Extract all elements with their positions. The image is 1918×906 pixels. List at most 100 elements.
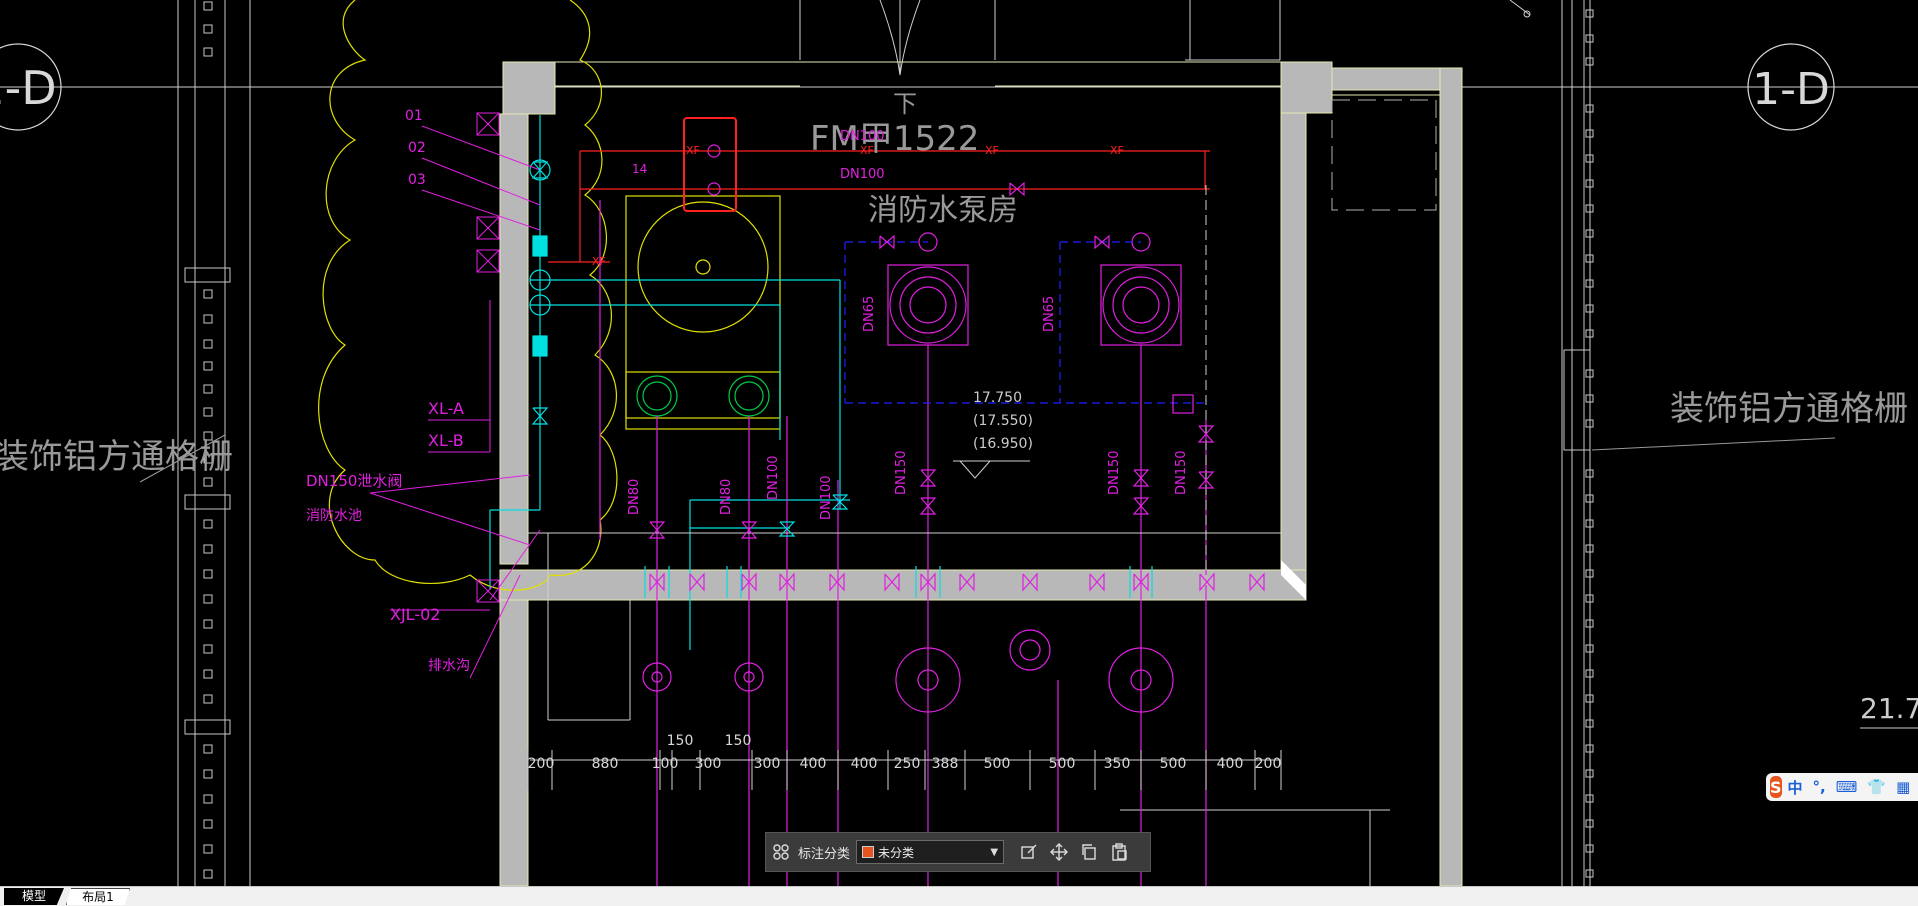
annotation-category-dropdown[interactable]: 未分类 ▼ bbox=[856, 840, 1005, 864]
tab-model[interactable]: 模型 bbox=[4, 888, 64, 905]
tag-03: 03 bbox=[408, 172, 426, 188]
xf-pipes bbox=[548, 150, 1210, 263]
vlabel-dn80-1: DN80 bbox=[627, 479, 642, 515]
level-1: 17.750 bbox=[973, 390, 1022, 406]
grid-view-icon[interactable] bbox=[766, 837, 796, 867]
dashed-opening bbox=[1331, 99, 1437, 211]
pump-room-walls bbox=[499, 61, 1463, 886]
room-name: 消防水泵房 bbox=[868, 193, 1018, 228]
tag-dn100-a: DN100 bbox=[840, 129, 885, 144]
tab-layout1[interactable]: 布局1 bbox=[66, 888, 130, 905]
dim-12: 500 bbox=[1160, 756, 1187, 772]
vlabel-dn150-2: DN150 bbox=[1107, 450, 1122, 495]
category-color-swatch bbox=[862, 846, 875, 858]
tag-02: 02 bbox=[408, 140, 426, 156]
vlabel-dn65-1: DN65 bbox=[862, 296, 877, 332]
ime-indicator[interactable]: S 中 °, ⌨ 👕 ▦ bbox=[1766, 773, 1918, 801]
small-pumps bbox=[636, 375, 770, 417]
xf-tag-3: XF bbox=[985, 144, 999, 157]
cad-drawing[interactable]: 1-D 1-D bbox=[0, 0, 1918, 886]
dim-0: 200 bbox=[528, 756, 555, 772]
right-level: 21.700 bbox=[1860, 692, 1918, 725]
door-tag: FM甲1522 bbox=[810, 119, 979, 159]
vlabel-dn100-2: DN100 bbox=[819, 475, 834, 520]
wall-corner bbox=[1281, 560, 1306, 600]
white-linework bbox=[528, 185, 1281, 761]
tag-xjl-02: XJL-02 bbox=[390, 605, 440, 624]
manifold-valves bbox=[649, 572, 1265, 592]
right-rail-squares bbox=[1585, 9, 1594, 878]
cyan-valves bbox=[531, 161, 849, 537]
paste-icon[interactable] bbox=[1104, 837, 1134, 867]
tag-01: 01 bbox=[405, 108, 423, 124]
xf-tag-1: XF bbox=[686, 144, 700, 157]
xf-tag-2: XF bbox=[860, 144, 874, 157]
dim-7: 250 bbox=[894, 756, 921, 772]
dimension-ticks bbox=[527, 750, 1282, 790]
xf-valve-fittings bbox=[707, 144, 721, 196]
grid-label-right: 1-D bbox=[1752, 64, 1830, 115]
grille-leader-left bbox=[139, 434, 226, 483]
right-rail bbox=[1563, 0, 1591, 886]
annotation-toolbar: 标注分类 未分类 ▼ bbox=[765, 832, 1151, 872]
dimension-numbers: 200 880 100 300 300 400 400 250 388 500 … bbox=[528, 733, 1282, 772]
grille-leader-right bbox=[1591, 437, 1836, 451]
ime-mode[interactable]: 中 bbox=[1787, 778, 1803, 797]
skin-icon[interactable]: 👕 bbox=[1867, 778, 1887, 796]
ime-punctuation[interactable]: °, bbox=[1812, 778, 1826, 796]
move-icon[interactable] bbox=[1044, 837, 1074, 867]
cyan-pipes bbox=[489, 115, 850, 650]
tag-xl-a: XL-A bbox=[428, 399, 464, 418]
dim-4: 300 bbox=[754, 756, 781, 772]
dim-13: 400 bbox=[1217, 756, 1244, 772]
magenta-pipes bbox=[599, 200, 1207, 886]
grid-bubble-left bbox=[0, 43, 62, 131]
vlabel-dn150-1: DN150 bbox=[894, 450, 909, 495]
vlabel-dn100-1: DN100 bbox=[766, 455, 781, 500]
tag-drain-trench: 排水沟 bbox=[428, 658, 470, 674]
grille-label-right: 装饰铝方通格栅 bbox=[1670, 389, 1908, 429]
chevron-down-icon: ▼ bbox=[990, 846, 999, 858]
dim-6: 400 bbox=[851, 756, 878, 772]
level-box bbox=[1172, 394, 1194, 414]
layout-tab-bar: 模型 布局1 bbox=[0, 886, 1918, 906]
tag-dn100-b: DN100 bbox=[840, 167, 885, 182]
cad-canvas[interactable]: 1-D 1-D bbox=[0, 0, 1918, 886]
edit-icon[interactable] bbox=[1014, 837, 1044, 867]
xf-tag-4: XF bbox=[1110, 144, 1124, 157]
left-rail bbox=[184, 0, 231, 886]
annotation-category-label: 标注分类 bbox=[798, 846, 851, 862]
vlabel-dn65-2: DN65 bbox=[1042, 296, 1057, 332]
dim-1: 880 bbox=[592, 756, 619, 772]
toolbox-icon[interactable]: ▦ bbox=[1896, 778, 1911, 796]
revision-cloud bbox=[318, 0, 618, 591]
xf-tag-5: XF bbox=[592, 255, 606, 268]
cyan-flanges bbox=[644, 566, 1153, 598]
tag-dn150-drain: DN150泄水阀 bbox=[306, 472, 402, 490]
wall-inner-lines bbox=[555, 61, 1440, 96]
vlabel-dn150-3: DN150 bbox=[1174, 450, 1189, 495]
tag-xl-b: XL-B bbox=[428, 431, 464, 450]
dim-upper-0: 150 bbox=[667, 733, 694, 749]
vlabel-dn80-2: DN80 bbox=[719, 479, 734, 515]
stair-label: 下 bbox=[893, 90, 917, 118]
water-tank bbox=[625, 195, 781, 430]
fire-pumps bbox=[887, 232, 1182, 346]
dim-2: 100 bbox=[652, 756, 679, 772]
annotation-category-value: 未分类 bbox=[878, 845, 915, 860]
grid-label-left: 1-D bbox=[0, 61, 57, 115]
dim-10: 500 bbox=[1049, 756, 1076, 772]
left-rail-squares bbox=[203, 1, 213, 879]
dim-3: 300 bbox=[695, 756, 722, 772]
keyboard-icon[interactable]: ⌨ bbox=[1835, 778, 1858, 796]
tag-fire-pool: 消防水池 bbox=[306, 508, 362, 524]
xf-valve-box bbox=[683, 117, 737, 212]
pump-valves bbox=[648, 181, 1215, 539]
tag-14: 14 bbox=[632, 162, 647, 176]
copy-icon[interactable] bbox=[1074, 837, 1104, 867]
dim-5: 400 bbox=[800, 756, 827, 772]
dim-14: 200 bbox=[1255, 756, 1282, 772]
dim-upper-1: 150 bbox=[725, 733, 752, 749]
dim-9: 500 bbox=[984, 756, 1011, 772]
grille-label-left: 装饰铝方通格栅 bbox=[0, 437, 233, 477]
